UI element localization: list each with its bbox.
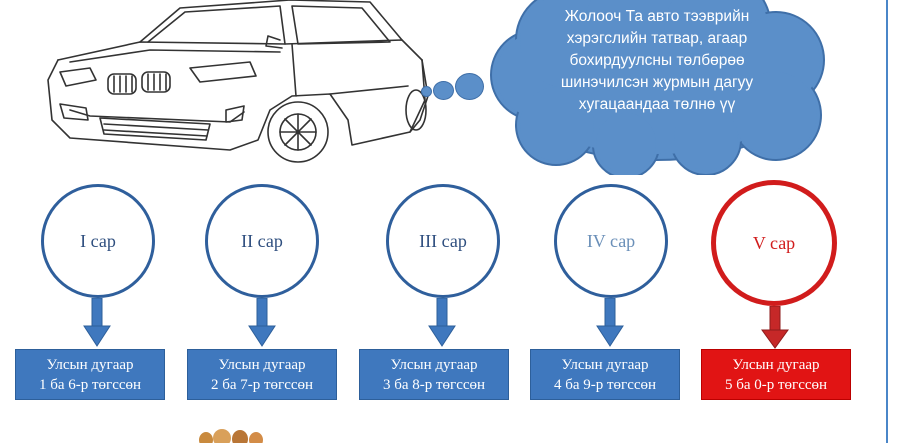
plate-line-2: 4 ба 9-р төгссөн	[553, 377, 657, 393]
arrow-down-icon	[596, 298, 624, 347]
month-label: IV сар	[586, 230, 636, 251]
arrow-down-icon	[248, 298, 276, 347]
plate-line-2: 5 ба 0-р төгссөн	[724, 377, 828, 393]
plate-box-1: Улсын дугаар 1 ба 6-р төгссөн	[15, 349, 165, 400]
thought-dot-medium	[433, 81, 454, 100]
arrow-down-icon	[428, 298, 456, 347]
month-circle-2: II сар	[205, 184, 319, 298]
month-circle-4: IV сар	[554, 184, 668, 298]
month-label: I сар	[80, 230, 116, 251]
plate-box-5: Улсын дугаар 5 ба 0-р төгссөн	[701, 349, 851, 400]
plate-line-1: Улсын дугаар	[561, 357, 649, 373]
plate-box-2: Улсын дугаар 2 ба 7-р төгссөн	[187, 349, 337, 400]
plate-line-2: 2 ба 7-р төгссөн	[210, 377, 314, 393]
month-circle-3: III сар	[386, 184, 500, 298]
month-circle-5: V сар	[711, 180, 837, 306]
plate-line-1: Улсын дугаар	[46, 357, 134, 373]
month-circle-1: I сар	[41, 184, 155, 298]
speech-cloud	[490, 0, 825, 175]
speech-bubble-text: Жолооч Та авто тээврийн хэрэгслийн татва…	[560, 8, 754, 113]
arrow-down-icon	[761, 306, 789, 349]
decorative-partial-image	[199, 429, 263, 443]
plate-line-2: 3 ба 8-р төгссөн	[382, 377, 486, 393]
plate-box-3: Улсын дугаар 3 ба 8-р төгссөн	[359, 349, 509, 400]
plate-box-4: Улсын дугаар 4 ба 9-р төгссөн	[530, 349, 680, 400]
thought-dot-small	[421, 86, 432, 97]
month-label: V сар	[752, 232, 796, 253]
plate-line-2: 1 ба 6-р төгссөн	[38, 377, 142, 393]
right-border-line	[886, 0, 888, 443]
month-label: III сар	[419, 230, 467, 251]
month-label: II сар	[241, 230, 283, 251]
arrow-down-icon	[83, 298, 111, 347]
plate-line-1: Улсын дугаар	[732, 357, 820, 373]
thought-dot-large	[455, 73, 484, 100]
car-illustration	[47, 0, 429, 163]
plate-line-1: Улсын дугаар	[390, 357, 478, 373]
plate-line-1: Улсын дугаар	[218, 357, 306, 373]
